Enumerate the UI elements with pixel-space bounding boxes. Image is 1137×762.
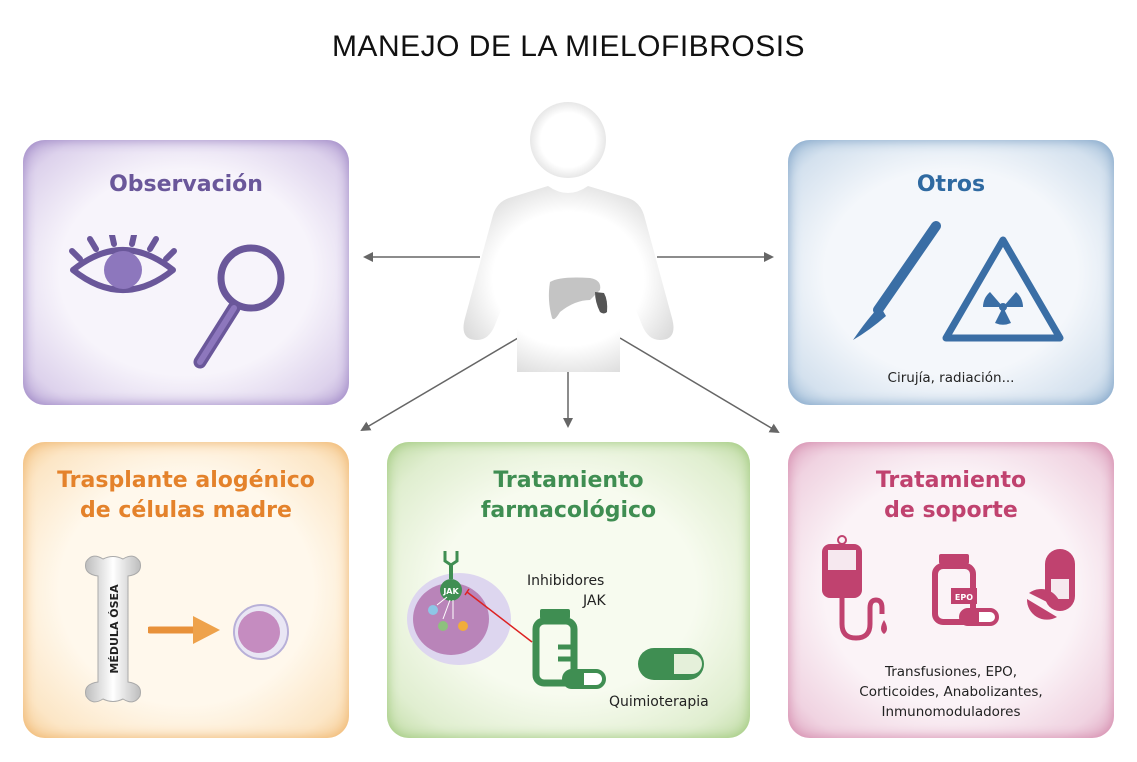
title-line-1: Tratamiento [493,468,644,493]
title-line-1: Trasplante alogénico [57,468,315,493]
spleen-icon [595,292,608,314]
title-line-1: Tratamiento [875,468,1027,493]
epo-bottle-icon: EPO [932,554,999,626]
title-line-2: de células madre [80,498,292,523]
scalpel-icon [853,221,941,340]
card-title-trasplante: Trasplante alogénico de células madre [23,466,349,526]
card-title-soporte: Tratamiento de soporte [788,466,1114,526]
pills-icon [1026,549,1075,620]
card-farmacologico: Tratamiento farmacológico JAK Inhibidore… [387,442,750,738]
card-observacion: Observación [23,140,349,405]
page-title: MANEJO DE LA MIELOFIBROSIS [331,30,806,63]
card-title-otros: Otros [916,172,986,197]
card-otros: Otros Cirujía, radiación... [788,140,1114,405]
arrow-to-soporte [619,337,780,434]
inhibitors-label-2: JAK [583,593,606,609]
title-line-2: farmacológico [480,498,657,523]
inhibitors-label-1: Inhibidores [527,573,605,589]
radiation-warning-icon [942,236,1064,342]
arrow-right-icon [148,616,220,644]
magnifier-icon [193,244,285,369]
caption-line-2: Corticoides, Anabolizantes, [859,684,1043,700]
caption-line-3: Inmunomoduladores [881,704,1021,720]
card-title-farmacologico: Tratamiento farmacológico [387,466,750,526]
svg-text:EPO: EPO [955,593,973,602]
arrow-to-trasplante [360,337,519,432]
card-soporte: Tratamiento de soporte EPO Transfusiones… [788,442,1114,738]
caption-line-1: Transfusiones, EPO, [884,664,1018,680]
eye-icon [69,235,177,293]
chemotherapy-label: Quimioterapia [609,694,709,710]
iv-bag-icon [822,535,887,641]
pill-bottle-icon [532,609,606,689]
cell-jak-icon: JAK [407,551,533,665]
person-silhouette-icon [463,102,674,372]
stem-cell-icon [233,604,289,660]
card-title-observacion: Observación [109,172,263,197]
liver-icon [548,277,601,320]
svg-text:JAK: JAK [442,587,459,596]
bone-icon: MÉDULA ÓSEA [85,555,141,703]
card-trasplante: Trasplante alogénico de células madre MÉ… [23,442,349,738]
capsule-icon [638,648,704,680]
soporte-caption: Transfusiones, EPO, Corticoides, Anaboli… [788,662,1114,722]
bone-label: MÉDULA ÓSEA [108,584,121,674]
otros-caption: Cirujía, radiación... [887,370,1015,386]
title-line-2: de soporte [884,498,1018,523]
